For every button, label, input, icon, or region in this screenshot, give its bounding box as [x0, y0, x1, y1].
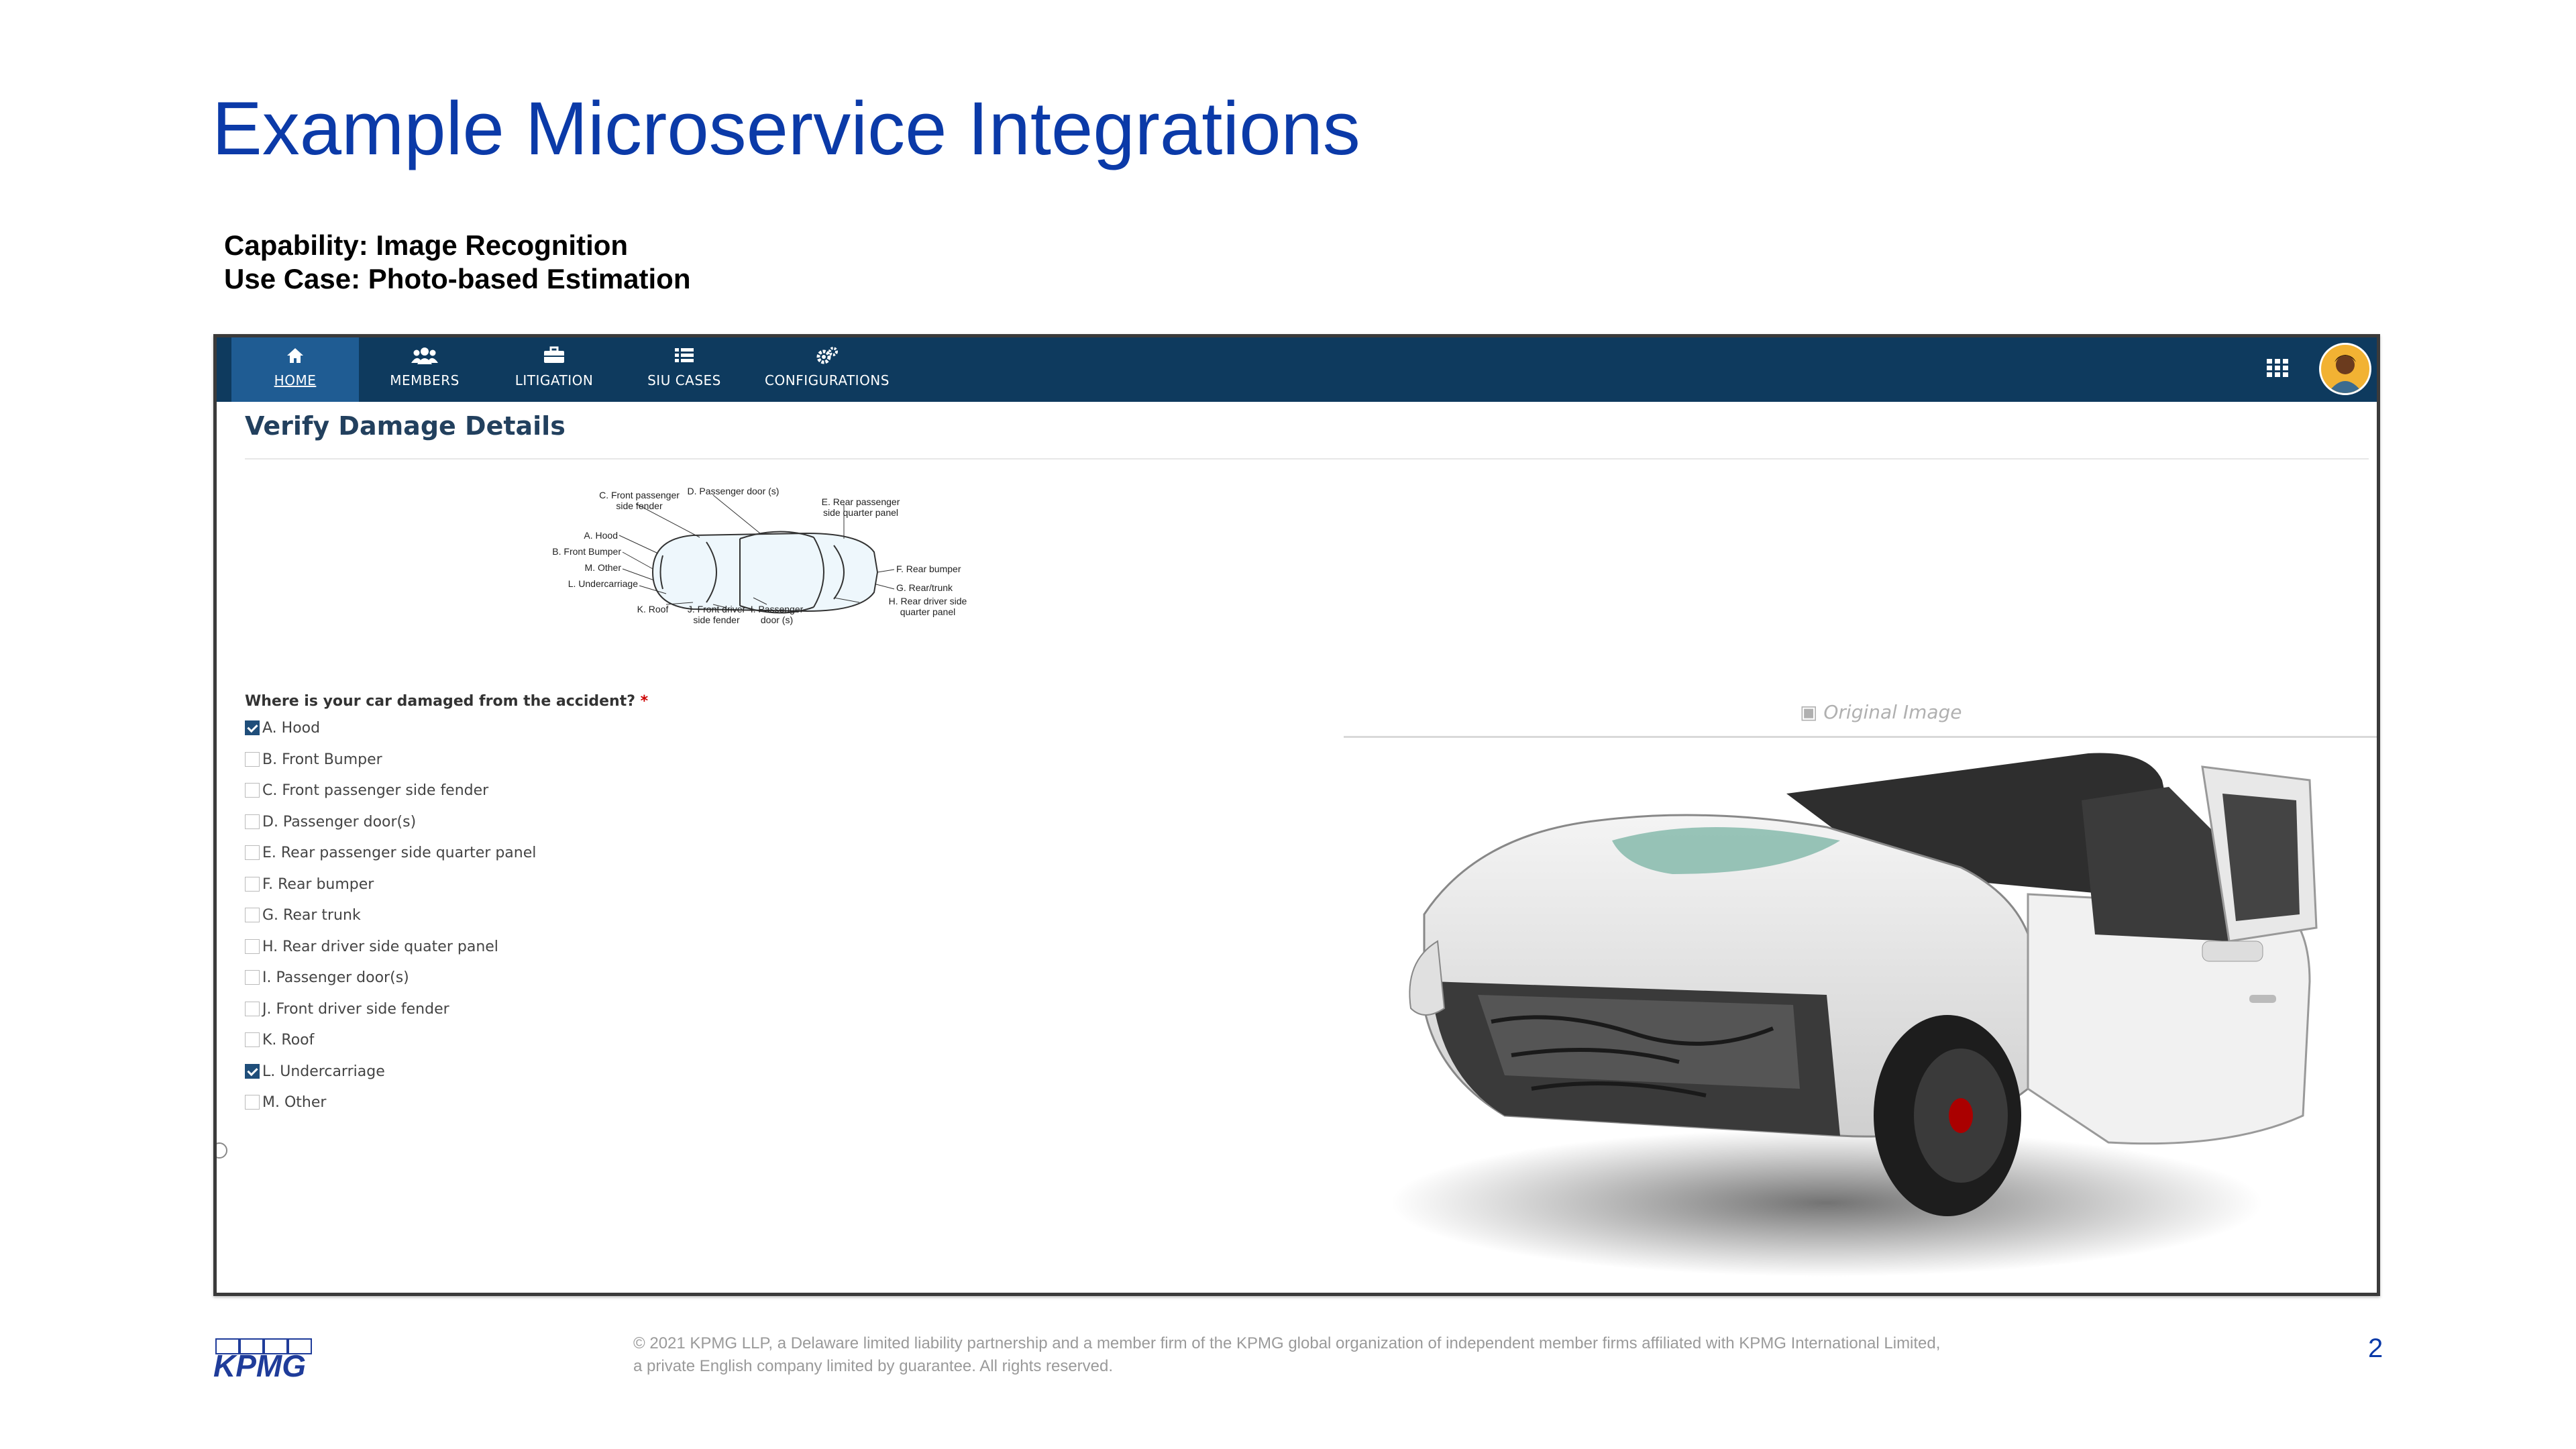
diagram-label-m: M. Other: [585, 562, 622, 573]
nav-label: Home: [274, 372, 317, 388]
footer-copyright: © 2021 KPMG LLP, a Delaware limited liab…: [633, 1332, 1940, 1378]
damage-option[interactable]: K. Roof: [245, 1032, 314, 1055]
avatar[interactable]: [2319, 343, 2371, 395]
diagram-label-i: I. Passenger: [751, 604, 804, 614]
option-checkbox[interactable]: [245, 1095, 260, 1110]
diagram-label-a: A. Hood: [584, 530, 618, 541]
diagram-label-j: J. Front driver: [688, 604, 746, 614]
app-screenshot: Home Members Litigation SIU Cases Config…: [213, 334, 2380, 1296]
diagram-label-b: B. Front Bumper: [552, 546, 621, 557]
damage-option[interactable]: L. Undercarriage: [245, 1063, 385, 1086]
option-label: L. Undercarriage: [262, 1063, 385, 1080]
nav-home[interactable]: Home: [231, 337, 359, 402]
diagram-label-c2: side fender: [616, 500, 663, 511]
option-label: F. Rear bumper: [262, 875, 374, 893]
list-icon: [621, 345, 748, 370]
option-checkbox[interactable]: [245, 814, 260, 829]
option-label: K. Roof: [262, 1032, 315, 1049]
damage-option[interactable]: B. Front Bumper: [245, 751, 382, 774]
damage-option[interactable]: E. Rear passenger side quarter panel: [245, 845, 536, 867]
option-label: E. Rear passenger side quarter panel: [262, 845, 537, 861]
option-checkbox[interactable]: [245, 938, 260, 954]
diagram-label-l: L. Undercarriage: [568, 578, 638, 589]
footer-line-2: a private English company limited by gua…: [633, 1357, 1114, 1375]
option-checkbox[interactable]: [245, 1032, 260, 1047]
damage-question: Where is your car damaged from the accid…: [245, 693, 648, 710]
damage-option[interactable]: M. Other: [245, 1094, 326, 1117]
divider: [245, 458, 2369, 460]
diagram-label-j2: side fender: [693, 614, 740, 625]
option-checkbox[interactable]: [245, 908, 260, 922]
diagram-label-h: H. Rear driver side: [889, 596, 967, 606]
capability-label: Capability: Image Recognition: [224, 229, 629, 261]
option-checkbox[interactable]: [245, 876, 260, 892]
damage-option[interactable]: A. Hood: [245, 720, 320, 743]
image-divider: [1344, 736, 2377, 738]
scroll-left-handle[interactable]: [217, 1142, 227, 1159]
option-label: A. Hood: [262, 720, 321, 737]
damage-option[interactable]: D. Passenger door(s): [245, 814, 416, 837]
option-checkbox[interactable]: [245, 970, 260, 985]
top-navbar: Home Members Litigation SIU Cases Config…: [217, 337, 2377, 402]
apps-grid-icon[interactable]: [2265, 356, 2290, 380]
original-image-caption: ▣ Original Image: [1800, 701, 1962, 723]
diagram-label-k: K. Roof: [637, 604, 669, 614]
damage-option[interactable]: F. Rear bumper: [245, 876, 374, 899]
option-checkbox[interactable]: [245, 751, 260, 767]
required-mark: *: [640, 693, 649, 710]
nav-label: Configurations: [765, 372, 890, 388]
option-label: B. Front Bumper: [262, 751, 382, 768]
nav-label: Litigation: [515, 372, 594, 388]
nav-configurations[interactable]: Configurations: [753, 337, 901, 402]
logo-text: KPMG: [213, 1348, 306, 1382]
question-text: Where is your car damaged from the accid…: [245, 693, 635, 710]
nav-members[interactable]: Members: [361, 337, 488, 402]
diagram-label-c: C. Front passenger: [599, 490, 680, 500]
damage-option[interactable]: H. Rear driver side quater panel: [245, 938, 498, 961]
original-image-label: Original Image: [1823, 701, 1962, 723]
panel-title: Verify Damage Details: [245, 411, 566, 441]
option-checkbox[interactable]: [245, 783, 260, 798]
kpmg-logo: KPMG: [212, 1338, 319, 1383]
nav-label: Members: [390, 372, 460, 388]
home-icon: [231, 345, 359, 370]
diagram-label-h2: quarter panel: [900, 606, 956, 617]
slide-title: Example Microservice Integrations: [212, 87, 1360, 170]
option-checkbox[interactable]: [245, 1063, 260, 1079]
option-label: H. Rear driver side quater panel: [262, 938, 498, 955]
option-label: M. Other: [262, 1094, 327, 1111]
image-icon: ▣: [1800, 701, 1818, 723]
diagram-label-e: E. Rear passenger: [822, 496, 900, 507]
option-label: C. Front passenger side fender: [262, 782, 489, 799]
briefcase-icon: [490, 345, 618, 370]
diagram-label-i2: door (s): [761, 614, 793, 625]
damage-option[interactable]: J. Front driver side fender: [245, 1001, 449, 1024]
diagram-label-d: D. Passenger door (s): [688, 486, 780, 496]
use-case-label: Use Case: Photo-based Estimation: [224, 263, 691, 294]
page-number: 2: [2368, 1334, 2383, 1363]
members-icon: [361, 345, 488, 370]
option-label: J. Front driver side fender: [262, 1000, 449, 1018]
damage-option[interactable]: C. Front passenger side fender: [245, 782, 488, 805]
gears-icon: [753, 345, 901, 370]
option-label: I. Passenger door(s): [262, 969, 409, 986]
nav-siu-cases[interactable]: SIU Cases: [621, 337, 748, 402]
damage-option[interactable]: G. Rear trunk: [245, 907, 361, 930]
diagram-label-f: F. Rear bumper: [896, 564, 961, 574]
nav-label: SIU Cases: [647, 372, 721, 388]
car-damage-diagram: C. Front passenger side fender D. Passen…: [552, 486, 967, 625]
footer-line-1: © 2021 KPMG LLP, a Delaware limited liab…: [633, 1334, 1941, 1352]
diagram-label-e2: side quarter panel: [823, 507, 898, 518]
option-checkbox[interactable]: [245, 1001, 260, 1016]
option-checkbox[interactable]: [245, 845, 260, 860]
nav-litigation[interactable]: Litigation: [490, 337, 618, 402]
diagram-label-g: G. Rear/trunk: [896, 582, 953, 593]
option-label: G. Rear trunk: [262, 907, 361, 924]
option-checkbox[interactable]: [245, 720, 260, 735]
damage-option[interactable]: I. Passenger door(s): [245, 969, 409, 992]
option-label: D. Passenger door(s): [262, 813, 417, 830]
damaged-car-photo: [1391, 753, 2318, 1277]
